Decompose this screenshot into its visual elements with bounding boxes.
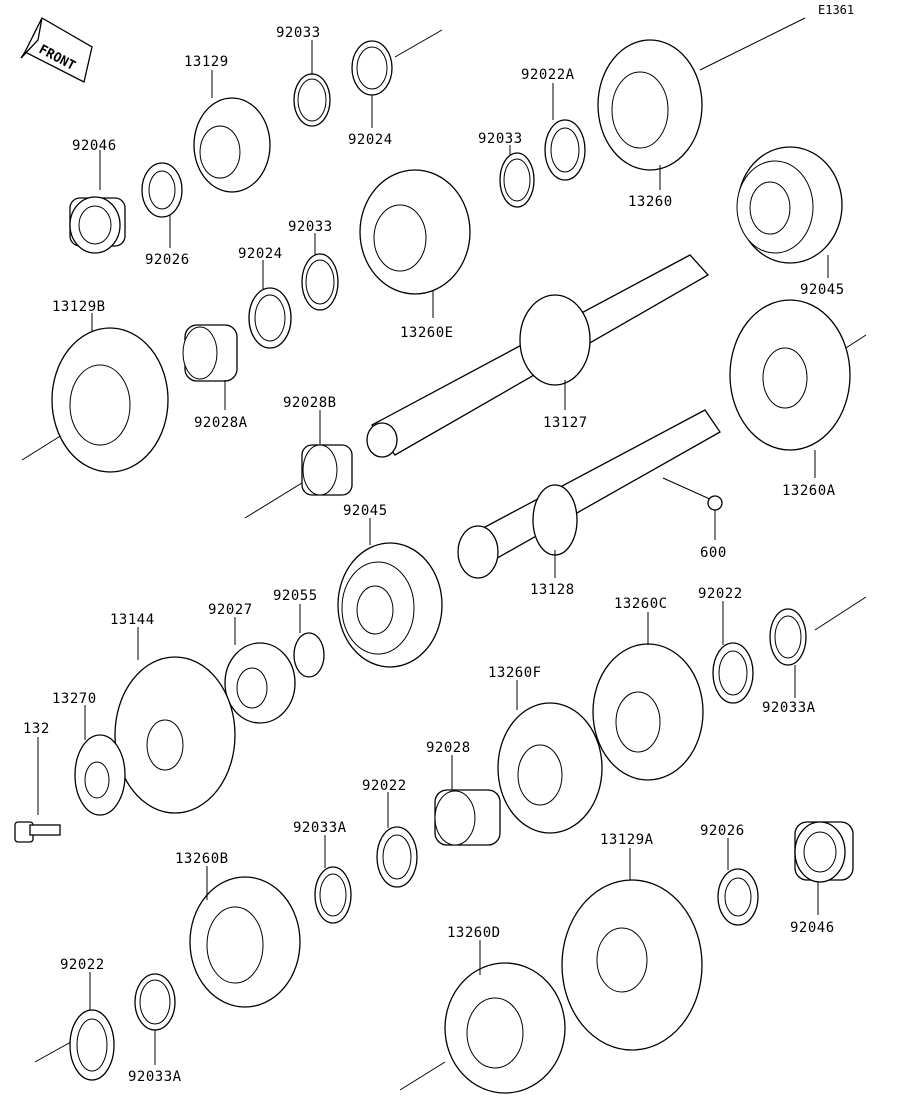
label-92026-top: 92026	[145, 252, 190, 268]
label-92033-mid: 92033	[478, 131, 523, 147]
washer-92022-right	[712, 642, 754, 704]
label-92028: 92028	[426, 740, 471, 756]
washer-92026-right	[717, 868, 759, 926]
gear-13260C	[592, 643, 704, 781]
bearing-92045-mid	[337, 542, 443, 668]
oring-92055	[293, 632, 325, 678]
gear-13260B	[189, 876, 301, 1008]
gear-13260A	[729, 299, 851, 451]
label-13129A: 13129A	[600, 832, 654, 848]
bushing-92046-right	[794, 821, 854, 883]
label-92022-right: 92022	[698, 586, 743, 602]
label-92033-second: 92033	[288, 219, 333, 235]
label-13260E: 13260E	[400, 325, 454, 341]
label-600: 600	[700, 545, 727, 561]
label-92022A: 92022A	[521, 67, 575, 83]
bushing-92028A	[182, 324, 238, 382]
label-92026-right: 92026	[700, 823, 745, 839]
label-13129B: 13129B	[52, 299, 106, 315]
label-92024-second: 92024	[238, 246, 283, 262]
part-labels: 92033 13129 92046 92024 92026 92022A 920…	[23, 25, 845, 1085]
label-92033A-mid: 92033A	[293, 820, 347, 836]
label-92028A: 92028A	[194, 415, 248, 431]
bearing-92045-top	[736, 146, 843, 264]
label-132: 132	[23, 721, 50, 737]
label-13260A: 13260A	[782, 483, 836, 499]
label-92045-top: 92045	[800, 282, 845, 298]
label-92046-top: 92046	[72, 138, 117, 154]
label-92022-bottom: 92022	[60, 957, 105, 973]
gear-13129	[193, 97, 271, 193]
gear-13129A	[561, 879, 703, 1051]
label-13144: 13144	[110, 612, 155, 628]
circlip-92033A-mid	[314, 866, 352, 924]
circlip-92033-second	[301, 253, 339, 311]
front-arrow-icon: FRONT	[20, 17, 93, 83]
washer-92024-top	[351, 40, 393, 96]
washer-92024-second	[248, 287, 292, 349]
label-92022-mid: 92022	[362, 778, 407, 794]
label-13260F: 13260F	[488, 665, 542, 681]
label-92024-top: 92024	[348, 132, 393, 148]
shaft-13128	[457, 409, 721, 579]
label-92033A-bottom: 92033A	[128, 1069, 182, 1085]
gear-13260	[597, 39, 703, 171]
washer-92022-bottom	[69, 1009, 115, 1081]
label-92045-mid: 92045	[343, 503, 388, 519]
gear-13260E	[359, 169, 471, 295]
label-13128: 13128	[530, 582, 575, 598]
circlip-92033A-right	[769, 608, 807, 666]
label-92027: 92027	[208, 602, 253, 618]
collar-92027	[224, 642, 296, 724]
label-13270: 13270	[52, 691, 97, 707]
circlip-92033-top	[293, 73, 331, 127]
washer-92022-mid	[376, 826, 418, 888]
label-92055: 92055	[273, 588, 318, 604]
label-13260B: 13260B	[175, 851, 229, 867]
label-13260D: 13260D	[447, 925, 501, 941]
washer-92022A	[544, 119, 586, 181]
label-92033A-right: 92033A	[762, 700, 816, 716]
ball-600	[707, 495, 723, 511]
bushing-92028	[434, 789, 501, 846]
label-13127: 13127	[543, 415, 588, 431]
label-92033-top: 92033	[276, 25, 321, 41]
washer-92026-top	[141, 162, 183, 218]
bushing-92046-top	[69, 196, 126, 254]
shaft-13127	[366, 254, 710, 458]
label-13260: 13260	[628, 194, 673, 210]
label-13129: 13129	[184, 54, 229, 70]
bushing-92028B	[301, 444, 353, 496]
label-92028B: 92028B	[283, 395, 337, 411]
bolt-132	[14, 821, 61, 843]
diagram-id: E1361	[818, 3, 854, 17]
label-13260C: 13260C	[614, 596, 668, 612]
gear-13260F	[497, 702, 603, 834]
label-92046-right: 92046	[790, 920, 835, 936]
leader-lines	[37, 40, 829, 1065]
plate-13270	[74, 734, 126, 816]
sprocket-13144	[114, 656, 236, 814]
gear-13129B	[51, 327, 169, 473]
circlip-92033-mid	[499, 152, 535, 208]
gear-13260D	[444, 962, 566, 1094]
circlip-92033A-bottom	[134, 973, 176, 1031]
